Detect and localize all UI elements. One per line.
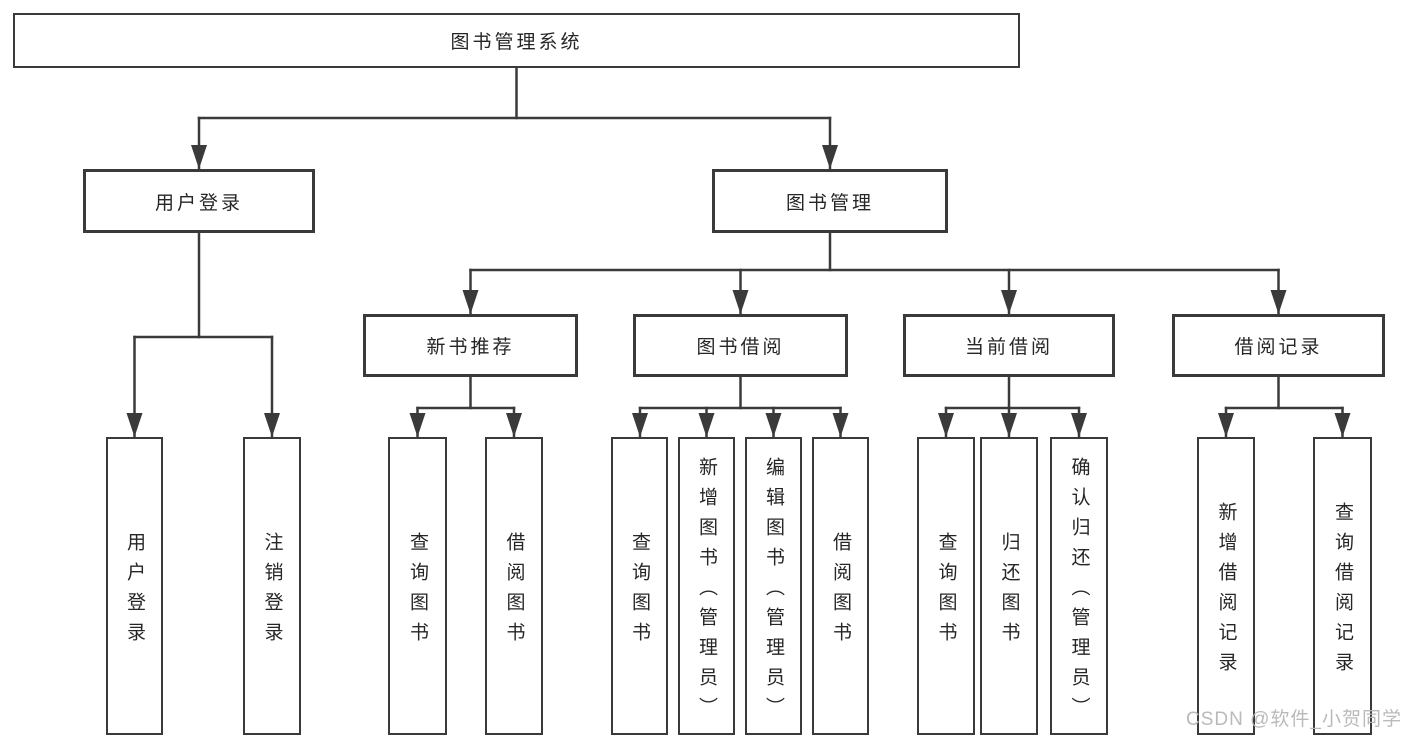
leaf-logout: 注销登录 — [243, 437, 301, 735]
leaf-add-borrow-record: 新增借阅记录 — [1197, 437, 1255, 735]
leaf-query-books: 查询图书 — [611, 437, 668, 735]
leaf-borrow-books-label: 借阅图书 — [830, 531, 851, 652]
leaf-edit-books-admin-label: 编辑图书（管理员） — [763, 456, 784, 727]
node-user-login-label: 用户登录 — [154, 192, 243, 214]
connector-group — [126, 66, 1351, 439]
leaf-query-books-label: 查询图书 — [407, 531, 428, 652]
leaf-user-login: 用户登录 — [106, 437, 163, 735]
leaf-return-books: 归还图书 — [980, 437, 1038, 735]
node-book-management: 图书管理 — [712, 169, 948, 233]
leaf-query-borrow-record-label: 查询借阅记录 — [1332, 501, 1353, 682]
leaf-edit-books-admin: 编辑图书（管理员） — [745, 437, 802, 735]
leaf-borrow-books: 借阅图书 — [812, 437, 869, 735]
leaf-confirm-return-admin: 确认归还（管理员） — [1050, 437, 1108, 735]
node-book-management-label: 图书管理 — [785, 192, 874, 214]
leaf-add-borrow-record-label: 新增借阅记录 — [1215, 501, 1237, 682]
node-borrowing-records-label: 借阅记录 — [1234, 337, 1323, 358]
leaf-query-books-label: 查询图书 — [935, 531, 957, 652]
node-new-book-recommendation: 新书推荐 — [363, 314, 578, 377]
node-book-borrowing-label: 图书借阅 — [696, 337, 785, 358]
leaf-query-books: 查询图书 — [388, 437, 447, 735]
watermark: CSDN @软件_小贺同学 — [1186, 709, 1402, 730]
leaf-borrow-books: 借阅图书 — [485, 437, 543, 735]
node-book-borrowing: 图书借阅 — [633, 314, 848, 377]
leaf-query-borrow-record: 查询借阅记录 — [1313, 437, 1372, 735]
node-library-management-system-label: 图书管理系统 — [450, 32, 583, 53]
leaf-query-books-label: 查询图书 — [629, 531, 650, 652]
leaf-add-books-admin-label: 新增图书（管理员） — [696, 456, 717, 727]
leaf-logout-label: 注销登录 — [261, 531, 283, 652]
leaf-query-books: 查询图书 — [917, 437, 975, 735]
leaf-borrow-books-label: 借阅图书 — [503, 531, 525, 652]
node-user-login: 用户登录 — [83, 169, 315, 233]
leaf-add-books-admin: 新增图书（管理员） — [678, 437, 735, 735]
node-library-management-system: 图书管理系统 — [13, 13, 1020, 68]
leaf-confirm-return-admin-label: 确认归还（管理员） — [1068, 456, 1090, 727]
node-current-borrowing: 当前借阅 — [903, 314, 1115, 377]
node-new-book-recommendation-label: 新书推荐 — [426, 337, 515, 358]
node-current-borrowing-label: 当前借阅 — [964, 337, 1053, 358]
leaf-user-login-label: 用户登录 — [124, 531, 145, 652]
leaf-return-books-label: 归还图书 — [998, 531, 1020, 652]
node-borrowing-records: 借阅记录 — [1172, 314, 1385, 377]
